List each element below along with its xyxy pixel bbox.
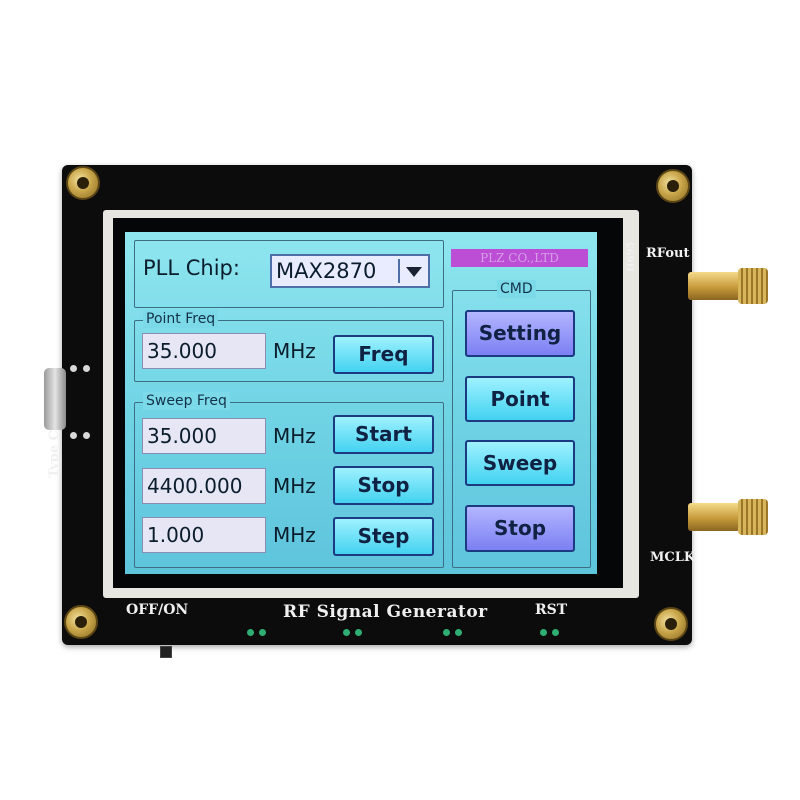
point-freq-group: Point Freq bbox=[134, 310, 444, 382]
sweep-start-unit: MHz bbox=[273, 424, 316, 448]
mclk-connector-thread bbox=[738, 499, 768, 535]
touch-screen: PLL Chip: MAX2870 PLZ CO.,LTD Point Freq… bbox=[125, 232, 597, 574]
mount-screw-top-right bbox=[656, 169, 690, 203]
mount-screw-top-left bbox=[66, 166, 100, 200]
chevron-down-icon[interactable] bbox=[406, 267, 422, 277]
side-led-1 bbox=[70, 365, 77, 372]
pll-chip-group bbox=[134, 240, 444, 308]
mclk-label: MCLK bbox=[650, 550, 696, 565]
status-led-4a bbox=[540, 629, 547, 636]
cmd-title: CMD bbox=[497, 280, 536, 298]
status-led-2b bbox=[355, 629, 362, 636]
start-button[interactable]: Start bbox=[333, 415, 434, 454]
sweep-stop-unit: MHz bbox=[273, 474, 316, 498]
setting-button[interactable]: Setting bbox=[465, 310, 575, 357]
pll-chip-select[interactable]: MAX2870 bbox=[270, 254, 430, 288]
rfout-label: RFout bbox=[646, 246, 690, 261]
status-led-1b bbox=[259, 629, 266, 636]
sweep-step-unit: MHz bbox=[273, 523, 316, 547]
sweep-stop-input[interactable]: 4400.000 bbox=[142, 468, 266, 504]
brand-badge: PLZ CO.,LTD bbox=[451, 249, 588, 267]
point-freq-unit: MHz bbox=[273, 339, 316, 363]
status-led-3a bbox=[443, 629, 450, 636]
side-led-4 bbox=[83, 432, 90, 439]
side-led-2 bbox=[83, 365, 90, 372]
power-switch-label: OFF/ON bbox=[126, 602, 189, 618]
pll-chip-value: MAX2870 bbox=[276, 259, 377, 283]
freq-button[interactable]: Freq bbox=[333, 335, 434, 374]
mount-screw-bottom-left bbox=[64, 605, 98, 639]
mclk-connector-body bbox=[688, 503, 740, 531]
board-title-label: RF Signal Generator bbox=[283, 602, 488, 622]
pll-chip-separator bbox=[398, 259, 400, 283]
point-button[interactable]: Point bbox=[465, 376, 575, 422]
type-c-label: Type C bbox=[47, 429, 62, 478]
point-freq-input[interactable]: 35.000 bbox=[142, 333, 266, 369]
sweep-button[interactable]: Sweep bbox=[465, 440, 575, 486]
status-led-3b bbox=[455, 629, 462, 636]
pll-chip-label: PLL Chip: bbox=[143, 256, 240, 280]
rfout-connector-body bbox=[688, 272, 740, 300]
status-led-1a bbox=[247, 629, 254, 636]
stop-sweep-button[interactable]: Stop bbox=[333, 466, 434, 505]
side-led-3 bbox=[70, 432, 77, 439]
sweep-start-input[interactable]: 35.000 bbox=[142, 418, 266, 454]
step-button[interactable]: Step bbox=[333, 517, 434, 556]
status-led-2a bbox=[343, 629, 350, 636]
point-freq-title: Point Freq bbox=[143, 310, 219, 328]
cmd-group: CMD bbox=[452, 280, 591, 568]
rfout-connector-thread bbox=[738, 268, 768, 304]
sweep-freq-title: Sweep Freq bbox=[143, 392, 230, 410]
stop-button[interactable]: Stop bbox=[465, 505, 575, 552]
sweep-freq-group: Sweep Freq bbox=[134, 392, 444, 568]
chip-label: H695 bbox=[626, 241, 637, 272]
power-switch[interactable] bbox=[160, 646, 172, 658]
status-led-4b bbox=[552, 629, 559, 636]
sweep-step-input[interactable]: 1.000 bbox=[142, 517, 266, 553]
usb-c-port bbox=[44, 368, 66, 430]
reset-label: RST bbox=[535, 602, 568, 618]
mount-screw-bottom-right bbox=[654, 607, 688, 641]
